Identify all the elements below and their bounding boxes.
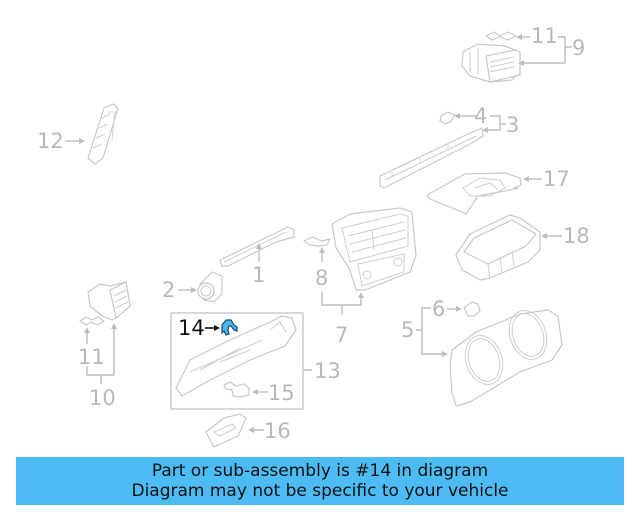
callout-14[interactable]: 14 (178, 316, 205, 340)
callout-17[interactable]: 17 (543, 167, 570, 191)
part-12-side-vent[interactable] (87, 103, 119, 165)
callout-18[interactable]: 18 (563, 224, 590, 248)
part-4-clip[interactable] (439, 111, 456, 125)
part-16-lock[interactable] (205, 413, 247, 448)
part-7-center-panel[interactable] (331, 207, 417, 291)
callout-15[interactable]: 15 (268, 381, 295, 405)
part-11-clip-upper[interactable] (485, 31, 517, 41)
callout-13[interactable]: 13 (314, 359, 341, 383)
part-18-airbag[interactable] (455, 214, 541, 281)
part-17-bracket[interactable] (426, 172, 522, 215)
part-9-air-vent[interactable] (461, 43, 521, 83)
callout-8[interactable]: 8 (315, 266, 328, 290)
part-14-clip-highlighted[interactable] (221, 319, 238, 336)
banner-line-disclaimer: Diagram may not be specific to your vehi… (131, 481, 509, 501)
group-13-box (170, 312, 304, 410)
callout-5[interactable]: 5 (401, 318, 414, 342)
part-10-left-vent[interactable] (87, 281, 131, 321)
callout-6[interactable]: 6 (432, 297, 445, 321)
callout-16[interactable]: 16 (264, 419, 291, 443)
callout-11-lower[interactable]: 11 (78, 345, 105, 369)
part-6-clip[interactable] (463, 301, 481, 317)
callout-12[interactable]: 12 (37, 129, 64, 153)
part-11-clip-lower[interactable] (79, 316, 105, 326)
part-15-bumper[interactable] (223, 381, 250, 398)
part-3-trim-strip[interactable] (379, 127, 484, 189)
callout-10[interactable]: 10 (89, 386, 116, 410)
part-2-bezel-ring[interactable] (197, 271, 223, 303)
callout-3[interactable]: 3 (506, 113, 519, 137)
callout-9[interactable]: 9 (572, 36, 585, 60)
callout-11-upper[interactable]: 11 (531, 24, 558, 48)
info-banner: Part or sub-assembly is #14 in diagram D… (16, 457, 624, 505)
callout-4[interactable]: 4 (474, 104, 487, 128)
part-5-instrument-cluster[interactable] (449, 306, 563, 407)
part-13-glovebox-frame[interactable] (175, 315, 297, 397)
callout-7[interactable]: 7 (335, 323, 348, 347)
callout-1[interactable]: 1 (252, 263, 265, 287)
banner-line-part-number: Part or sub-assembly is #14 in diagram (151, 461, 489, 481)
callout-2[interactable]: 2 (162, 278, 175, 302)
part-8-clip[interactable] (303, 236, 331, 247)
part-1-trim-bar[interactable] (219, 226, 295, 267)
